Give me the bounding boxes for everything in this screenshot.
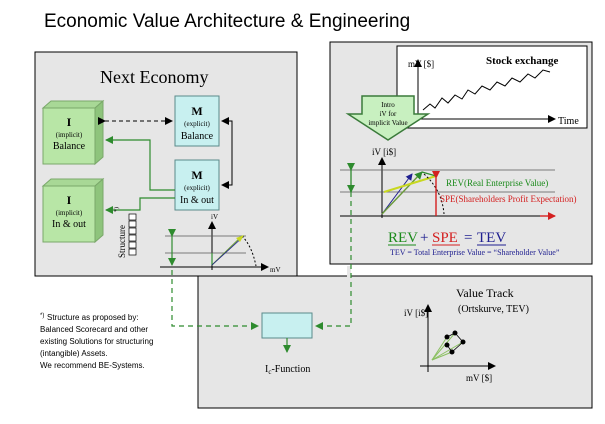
- dashed-link-left: [171, 270, 259, 330]
- eq-spe: SPE: [432, 230, 458, 246]
- stock-heading: Stock exchange: [486, 55, 559, 67]
- vt-point: [452, 330, 458, 336]
- next-economy-heading: Next Economy: [100, 67, 208, 87]
- footnote-line: Balanced Scorecard and other: [40, 325, 148, 334]
- structure-mark: *): [113, 207, 120, 212]
- value-track-sub: (Ortskurve, TEV): [458, 304, 529, 315]
- tev-note: TEV = Total Enterprise Value = “Sharehol…: [390, 248, 560, 257]
- explicit-inout-letter: M: [191, 168, 202, 182]
- stock-x-label: Time: [558, 116, 579, 127]
- implicit-inout-letter: I: [67, 193, 72, 207]
- green-arrow-to-i-inout: [105, 197, 175, 214]
- small-vector-chart: iV mV: [160, 213, 281, 274]
- eq-rev: REV: [388, 230, 418, 246]
- structure-grid-icon: [128, 213, 137, 256]
- stock-y-label: mV [$]: [408, 59, 434, 69]
- iv-axis-label: iV [i$]: [372, 147, 396, 157]
- explicit-balance-label: Balance: [181, 131, 214, 142]
- stock-panel: Stock exchange mV [$] Time Intro iV for …: [329, 41, 593, 265]
- structure-label: Structure: [117, 225, 127, 258]
- footnote-line: (intangible) Assets.: [40, 349, 108, 358]
- implicit-balance-label: Balance: [53, 141, 86, 152]
- intro-line-3: implicit Value: [368, 119, 407, 127]
- ic-function-label: Ic-Function: [265, 364, 310, 376]
- dashed-link-right: [315, 192, 352, 330]
- vt-x-label: mV [$]: [466, 373, 492, 383]
- intro-line-1: Intro: [381, 101, 395, 109]
- explicit-inout-qual: (explicit): [184, 184, 210, 192]
- footnote: *) Structure as proposed by: Balanced Sc…: [40, 313, 153, 370]
- footnote-line: We recommend BE-Systems.: [40, 361, 145, 370]
- intro-line-2: iV for: [380, 110, 397, 118]
- eq-equals: =: [464, 230, 472, 246]
- footnote-line: existing Solutions for structuring: [40, 337, 153, 346]
- vt-point: [449, 349, 455, 355]
- vt-point: [444, 334, 450, 340]
- explicit-inout-box: M (explicit) In & out: [174, 159, 220, 211]
- small-chart-x-label: mV: [270, 266, 281, 274]
- eq-plus: +: [420, 230, 428, 246]
- implicit-balance-letter: I: [67, 115, 72, 129]
- explicit-balance-box: M (explicit) Balance: [174, 95, 220, 147]
- implicit-balance-box: I (implicit) Balance: [41, 99, 105, 166]
- vt-point: [444, 342, 450, 348]
- value-track-panel: Value Track (Ortskurve, TEV) Ic-Function…: [197, 266, 593, 409]
- implicit-balance-qual: (implicit): [56, 131, 83, 139]
- ic-function-box: [261, 312, 313, 339]
- green-arrow-to-i-balance: [105, 136, 175, 191]
- intro-iv-arrow: Intro iV for implicit Value: [345, 95, 431, 141]
- small-chart-y-label: iV: [211, 213, 218, 221]
- explicit-balance-qual: (explicit): [184, 120, 210, 128]
- footnote-mark: *): [40, 313, 44, 319]
- spe-label: SPE(Shareholders Profit Expectation): [440, 194, 576, 204]
- m-loop-arrow-lower: [221, 130, 233, 189]
- footnote-line: Structure as proposed by:: [47, 313, 139, 322]
- implicit-inout-qual: (implicit): [56, 209, 83, 217]
- eq-tev: TEV: [477, 230, 506, 246]
- stock-price-line: [422, 69, 551, 111]
- rev-label: REV(Real Enterprise Value): [446, 178, 548, 188]
- vt-y-label: iV [i$]: [404, 308, 428, 318]
- explicit-balance-letter: M: [191, 104, 202, 118]
- explicit-inout-label: In & out: [180, 195, 214, 206]
- value-track-heading: Value Track: [456, 286, 514, 300]
- vt-point: [460, 339, 466, 345]
- next-economy-panel: Next Economy I (implicit) Balance I (imp…: [34, 51, 298, 277]
- implicit-inout-label: In & out: [52, 219, 86, 230]
- page-title: Economic Value Architecture & Engineerin…: [44, 11, 410, 32]
- implicit-inout-box: I (implicit) In & out: [41, 177, 105, 244]
